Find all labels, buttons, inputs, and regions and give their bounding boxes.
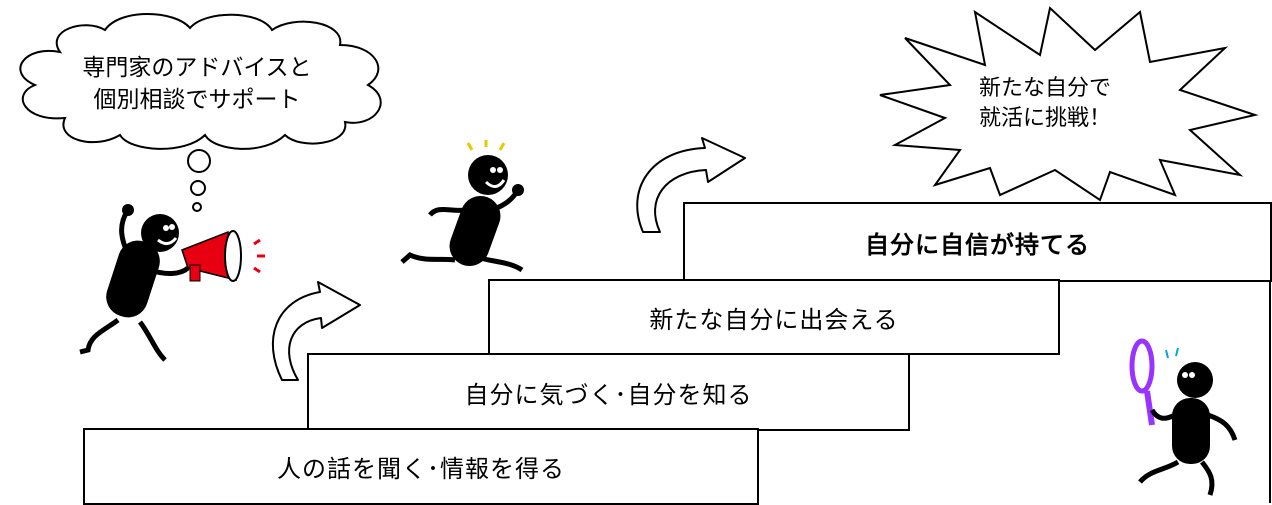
- step-1-box: 人の話を聞く･情報を得る: [83, 428, 759, 505]
- running-figure: [400, 140, 524, 273]
- step-4-label: 自分に自信が持てる: [865, 230, 1090, 259]
- step-2-box: 自分に気づく･自分を知る: [307, 353, 910, 431]
- megaphone-figure: [79, 204, 265, 362]
- step-4-box: 自分に自信が持てる: [683, 202, 1272, 282]
- burst-line-1: 新たな自分で: [978, 76, 1111, 101]
- burst-text: 新たな自分で 就活に挑戦！: [950, 74, 1140, 134]
- thought-dot-large: [187, 149, 211, 173]
- magnifier-icon: [1129, 338, 1155, 394]
- step-2-label: 自分に気づく･自分を知る: [464, 380, 753, 409]
- thought-dot-small: [192, 202, 202, 212]
- burst-line-2: 就活に挑戦！: [978, 106, 1111, 131]
- thought-bubble-line-2: 個別相談でサポート: [93, 87, 301, 113]
- thought-bubble-cloud: [19, 13, 382, 212]
- curved-arrow-2: [636, 137, 746, 233]
- thought-bubble-line-1: 専門家のアドバイスと: [82, 55, 312, 81]
- step-3-label: 新たな自分に出会える: [649, 305, 899, 334]
- thought-dot-medium: [190, 180, 206, 196]
- magnifier-figure: [1129, 338, 1238, 496]
- burst-shape: [879, 6, 1259, 202]
- step-3-box: 新たな自分に出会える: [488, 279, 1060, 355]
- curved-arrow-1: [271, 281, 361, 381]
- step-1-label: 人の話を聞く･情報を得る: [277, 455, 565, 483]
- thought-bubble-text: 専門家のアドバイスと 個別相談でサポート: [62, 52, 332, 116]
